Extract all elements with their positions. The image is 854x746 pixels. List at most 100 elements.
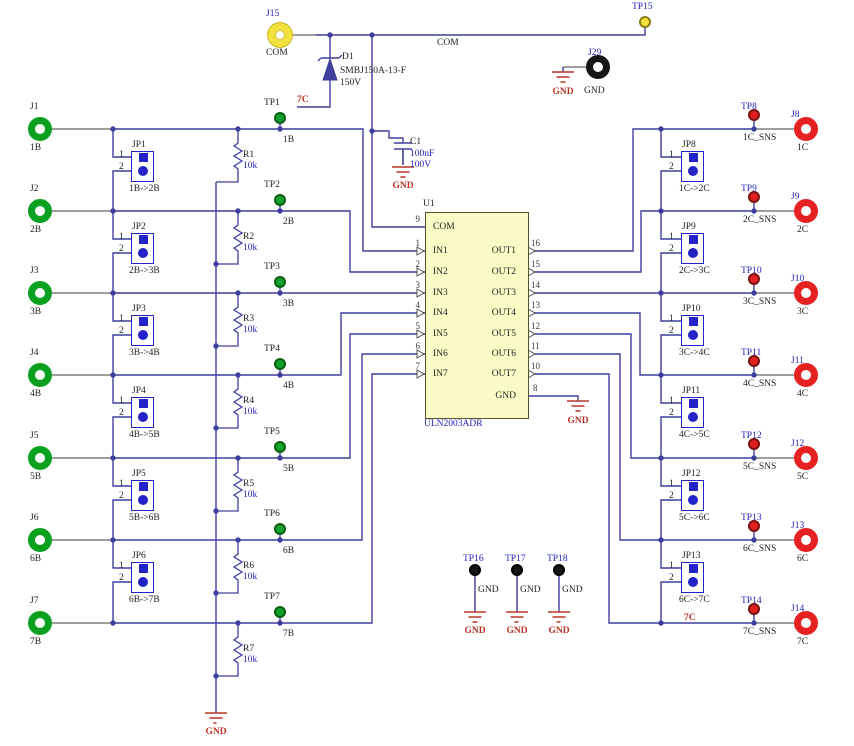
connector-ref: J14 xyxy=(791,604,805,614)
net-label: 1B xyxy=(283,135,295,145)
jumper-label: 6C->7C xyxy=(679,595,710,605)
pin-number: 1 xyxy=(669,396,674,406)
testpoint-ref: TP3 xyxy=(264,262,280,272)
net-label: 5C_SNS xyxy=(743,462,777,472)
jumper-label: 3C->4C xyxy=(679,348,710,358)
cap-ref: C1 xyxy=(410,137,422,147)
connector-ref: J5 xyxy=(30,431,39,441)
pin-number: 7 xyxy=(415,361,421,371)
pin-number: 2 xyxy=(119,244,124,254)
jumper-ref: JP12 xyxy=(682,469,701,479)
pin-name: IN2 xyxy=(433,267,448,277)
jumper-label: 2B->3B xyxy=(129,266,160,276)
pin-name: OUT2 xyxy=(491,267,516,277)
pin-name: IN7 xyxy=(433,369,448,379)
testpoint-ref: TP1 xyxy=(264,98,280,108)
jumper-ref: JP5 xyxy=(132,469,146,479)
connector-ref: J4 xyxy=(30,348,39,358)
pin-number: 2 xyxy=(119,491,124,501)
ic-ref: U1 xyxy=(423,199,435,209)
pin-number: 1 xyxy=(119,561,124,571)
test-point xyxy=(274,606,286,618)
testpoint-ref: TP11 xyxy=(741,348,762,358)
banana-jack xyxy=(28,446,52,470)
jumper-ref: JP6 xyxy=(132,551,146,561)
jumper-pin2 xyxy=(138,412,148,422)
gnd-label: GND xyxy=(464,626,486,636)
test-point xyxy=(748,273,760,285)
connector-ref: J12 xyxy=(791,439,805,449)
pin-number: 8 xyxy=(533,383,538,393)
banana-jack-j15 xyxy=(268,23,292,47)
jumper-pin1 xyxy=(689,482,698,491)
pin-name: OUT5 xyxy=(491,329,516,339)
jumper-pin1 xyxy=(139,235,148,244)
net-label: 6B xyxy=(283,546,295,556)
net-label: 4B xyxy=(30,389,42,399)
jumper-pin2 xyxy=(138,330,148,340)
net-label: 3C_SNS xyxy=(743,297,777,307)
testpoint-ref: TP4 xyxy=(264,344,280,354)
test-point xyxy=(748,109,760,121)
testpoint-ref: TP6 xyxy=(264,509,280,519)
test-point xyxy=(748,520,760,532)
testpoint-ref: TP16 xyxy=(463,554,484,564)
jumper-pin1 xyxy=(689,235,698,244)
gnd-label: GND xyxy=(567,416,589,426)
connector-ref: J10 xyxy=(791,274,805,284)
resistor-ref: R4 xyxy=(243,396,255,406)
testpoint-ref: TP12 xyxy=(741,431,762,441)
resistor-value: 10k xyxy=(243,572,258,582)
testpoint-ref: TP17 xyxy=(505,554,526,564)
pin-number: 1 xyxy=(669,150,674,160)
pin-number: 12 xyxy=(531,321,540,331)
pin-number: 1 xyxy=(119,232,124,242)
resistor-ref: R7 xyxy=(243,644,255,654)
net-label-7c: 7C xyxy=(297,95,309,105)
pin-number: 1 xyxy=(669,561,674,571)
pin-name: IN6 xyxy=(433,349,448,359)
banana-jack xyxy=(28,363,52,387)
junction-dots xyxy=(110,32,757,679)
pin-number: 10 xyxy=(531,361,540,371)
jumper-pin2 xyxy=(138,577,148,587)
testpoint-ref: TP9 xyxy=(741,184,757,194)
resistor-ref: R5 xyxy=(243,479,255,489)
jumper-label: 1C->2C xyxy=(679,184,710,194)
banana-jack xyxy=(794,446,818,470)
banana-jack xyxy=(28,281,52,305)
jumper-pin1 xyxy=(139,153,148,162)
zener-diode-symbol xyxy=(322,57,338,81)
connector-ref: J11 xyxy=(791,356,804,366)
test-point xyxy=(748,438,760,450)
pin-number: 9 xyxy=(415,214,421,224)
jumper-label: 1B->2B xyxy=(129,184,160,194)
pin-number: 1 xyxy=(669,232,674,242)
resistor-ref: R1 xyxy=(243,150,255,160)
pin-name: OUT7 xyxy=(491,369,516,379)
jumper-label: 5C->6C xyxy=(679,513,710,523)
diode-rating: 150V xyxy=(340,78,362,88)
banana-jack xyxy=(28,528,52,552)
pin-number: 1 xyxy=(669,314,674,324)
pin-name: IN4 xyxy=(433,308,448,318)
test-point xyxy=(274,358,286,370)
cap-rating: 100V xyxy=(410,160,432,170)
pin-number: 1 xyxy=(669,479,674,489)
pin-number: 1 xyxy=(119,314,124,324)
jumper-pin1 xyxy=(139,564,148,573)
net-label: 2B xyxy=(30,225,42,235)
banana-jack xyxy=(28,611,52,635)
resistor-value: 10k xyxy=(243,325,258,335)
net-label: 7C xyxy=(797,637,809,647)
pin-number: 1 xyxy=(119,396,124,406)
jumper-pin1 xyxy=(689,564,698,573)
resistor-value: 10k xyxy=(243,655,258,665)
pin-number: 2 xyxy=(119,408,124,418)
jumper-label: 3B->4B xyxy=(129,348,160,358)
jumper-ref: JP2 xyxy=(132,222,146,232)
net-label: 7C_SNS xyxy=(743,627,777,637)
connector-ref: J29 xyxy=(588,48,602,58)
testpoint-ref: TP13 xyxy=(741,513,762,523)
